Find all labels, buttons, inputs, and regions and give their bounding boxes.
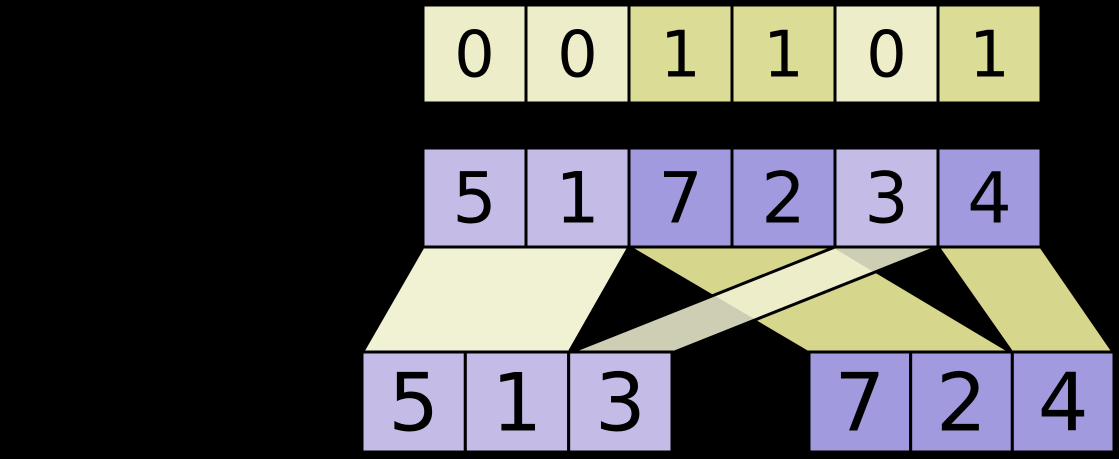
vector-row-value-2: 7 xyxy=(658,157,703,239)
right-output-row-value-1: 2 xyxy=(936,356,987,449)
left-output-row-cell-1 xyxy=(463,350,571,454)
mask-row-cell-4 xyxy=(833,3,940,105)
left-output-row-cell-2 xyxy=(567,350,674,454)
vector-row-cell-4 xyxy=(833,146,940,249)
vector-row-cell-2 xyxy=(627,146,734,249)
left-output-row-value-1: 1 xyxy=(492,356,543,449)
flow-ribbon-values-5-1-to-left xyxy=(359,245,632,355)
right-output-row-value-2: 4 xyxy=(1038,356,1089,449)
mask-row-value-4: 0 xyxy=(866,19,907,93)
vector-row-cell-5 xyxy=(936,146,1043,249)
vector-row-cell-3 xyxy=(730,146,837,249)
vector-row-value-5: 4 xyxy=(967,157,1012,239)
right-output-row-cell-2 xyxy=(1010,350,1116,454)
left-output-row-cell-0 xyxy=(360,350,467,454)
vector-row-value-1: 1 xyxy=(555,157,600,239)
vector-row-value-3: 2 xyxy=(761,157,806,239)
left-output-row-value-2: 3 xyxy=(595,356,646,449)
mask-row-value-0: 0 xyxy=(454,19,495,93)
mask-row-value-3: 1 xyxy=(763,19,804,93)
mask-row-cell-3 xyxy=(730,3,837,105)
left-output-row-value-0: 5 xyxy=(388,356,439,449)
vector-row-cell-1 xyxy=(524,146,631,249)
right-output-row-cell-1 xyxy=(909,350,1014,454)
mask-row-value-1: 0 xyxy=(557,19,598,93)
mask-row-cell-0 xyxy=(421,3,528,105)
vector-row-value-0: 5 xyxy=(452,157,497,239)
mask-row-cell-5 xyxy=(936,3,1043,105)
vector-row-cell-0 xyxy=(421,146,528,249)
right-output-row-value-0: 7 xyxy=(834,356,885,449)
mask-row-value-2: 1 xyxy=(660,19,701,93)
mask-row-value-5: 1 xyxy=(969,19,1010,93)
vector-row-value-4: 3 xyxy=(864,157,909,239)
